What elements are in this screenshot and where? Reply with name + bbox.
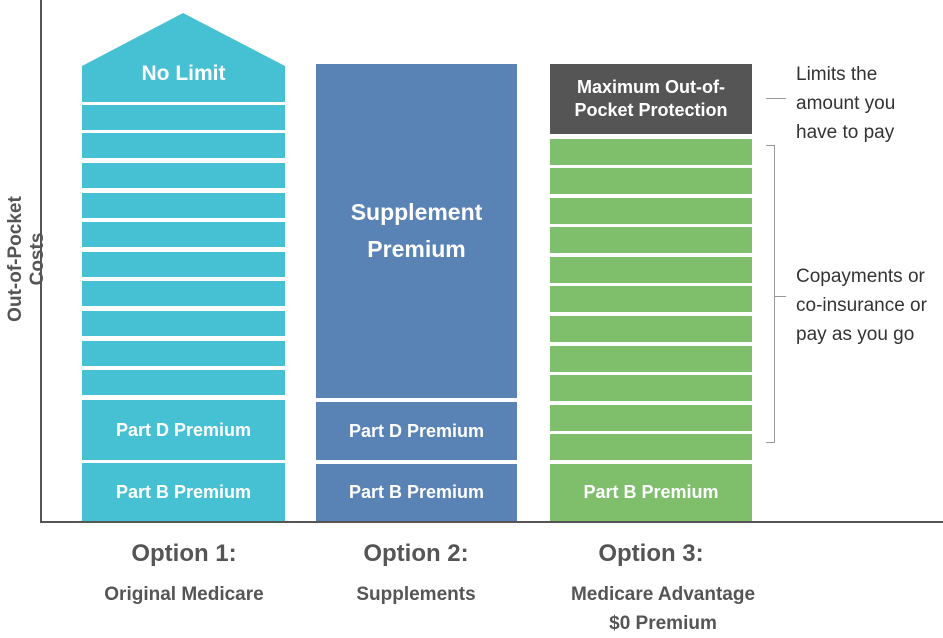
option3-stripe [550, 257, 752, 283]
option1-stripe [82, 222, 285, 247]
option1-stripe [82, 163, 285, 188]
option3-stripe [550, 434, 752, 460]
option3-stripe [550, 346, 752, 372]
copay-annotation: Copayments or co-insurance or pay as you… [796, 266, 927, 345]
option1-no-limit-label: No Limit [141, 62, 226, 85]
option3-subtitle-line2: $0 Premium [609, 613, 717, 634]
option1-stripe [82, 133, 285, 158]
option1-arrow-roof [82, 13, 285, 102]
option3-stripe [550, 139, 752, 165]
option1-stripe [82, 193, 285, 218]
copay-bracket [766, 145, 775, 443]
option3-stripe [550, 405, 752, 431]
y-axis-line [40, 0, 42, 523]
option2-part-d-segment: Part D Premium [316, 402, 517, 460]
option3-stripe [550, 168, 752, 194]
copay-bracket-tick [774, 296, 786, 297]
option3-stripe [550, 198, 752, 224]
option1-stripe [82, 370, 285, 395]
option3-stripe [550, 375, 752, 401]
option1-stripe [82, 311, 285, 336]
option1-stripe [82, 252, 285, 277]
option2-part-b-segment: Part B Premium [316, 464, 517, 521]
option2-title: Option 2: [363, 540, 469, 567]
option1-part-b-segment: Part B Premium [82, 463, 285, 521]
option2-supplement-label: Supplement Premium [350, 199, 483, 262]
limits-connector-line [766, 98, 786, 99]
option2-subtitle: Supplements [356, 584, 476, 605]
y-axis-label: Out-of-Pocket Costs [5, 196, 48, 322]
option1-stripe [82, 281, 285, 306]
option3-max-oop-label: Maximum Out-of-Pocket Protection [574, 77, 728, 120]
option3-stripe [550, 286, 752, 312]
option3-stripe [550, 316, 752, 342]
option1-title: Option 1: [131, 540, 237, 567]
limits-annotation: Limits the amount you have to pay [796, 64, 896, 143]
option3-stripe [550, 227, 752, 253]
option3-subtitle-line1: Medicare Advantage [570, 584, 756, 605]
x-axis-line [40, 521, 943, 523]
option1-subtitle: Original Medicare [104, 584, 264, 605]
option3-max-oop-segment: Maximum Out-of-Pocket Protection [550, 64, 752, 134]
option3-part-b-segment: Part B Premium [550, 464, 752, 521]
option2-supplement-segment: Supplement Premium [316, 64, 517, 398]
option1-part-d-segment: Part D Premium [82, 400, 285, 460]
option1-stripe [82, 105, 285, 130]
option1-stripe [82, 341, 285, 366]
option3-title: Option 3: [598, 540, 704, 567]
